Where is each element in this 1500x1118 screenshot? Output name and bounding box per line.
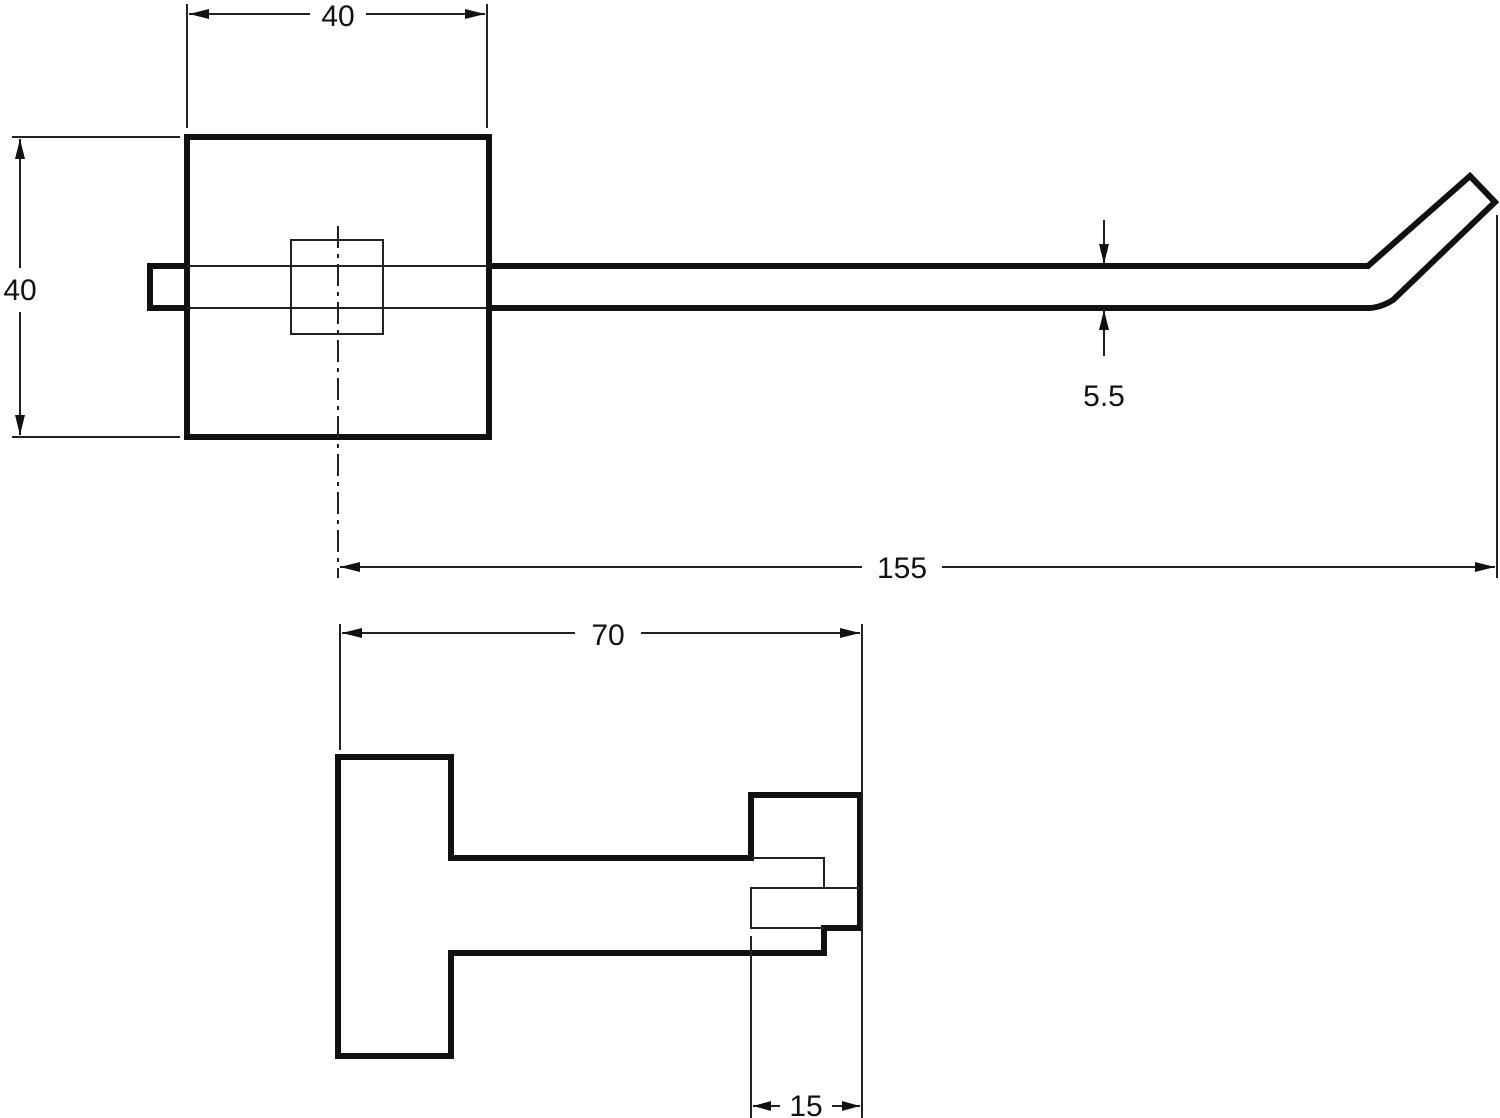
dim-plate-height: 40 (3, 136, 180, 438)
front-rod-stub (147, 263, 190, 311)
side-inner-top (750, 857, 825, 929)
side-depth-label: 70 (591, 619, 624, 652)
dim-rod-thickness: 5.5 (1083, 220, 1125, 413)
plate-width-label: 40 (321, 0, 354, 33)
dim-total-length: 155 (340, 215, 1498, 585)
front-rod (486, 171, 1500, 311)
side-view (335, 754, 863, 1059)
dim-side-depth: 70 (339, 619, 863, 1118)
front-view (147, 134, 1500, 578)
dim-plate-width: 40 (186, 0, 488, 128)
side-outline (335, 754, 863, 1059)
rod-thickness-label: 5.5 (1083, 380, 1125, 413)
total-length-label: 155 (877, 552, 927, 585)
clip-width-label: 15 (789, 1090, 822, 1118)
plate-height-label: 40 (3, 274, 36, 307)
dim-clip-width: 15 (750, 936, 860, 1118)
